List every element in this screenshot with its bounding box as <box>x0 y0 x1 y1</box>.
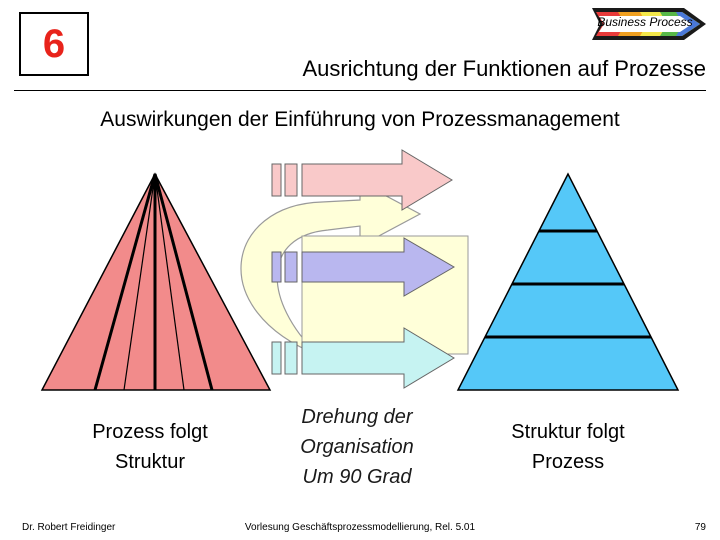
arrow-bottom <box>271 327 455 389</box>
caption-left-line-1: Prozess folgt <box>92 421 208 443</box>
title-divider <box>14 90 706 91</box>
footer-page-number: 79 <box>694 522 706 533</box>
caption-right-line-1: Struktur folgt <box>511 421 625 443</box>
caption-middle: Drehung der Organisation Um 90 Grad <box>262 402 452 492</box>
footer-course: Vorlesung Geschäftsprozessmodellierung, … <box>244 522 476 533</box>
logo-text: Business Process <box>597 15 693 29</box>
left-pyramid <box>40 172 272 391</box>
caption-middle-line-1: Drehung der <box>301 406 413 428</box>
caption-right: Struktur folgt Prozess <box>478 417 658 477</box>
caption-left: Prozess folgt Struktur <box>60 417 240 477</box>
slide-subtitle: Auswirkungen der Einführung von Prozessm… <box>100 108 620 131</box>
slide-title: Ausrichtung der Funktionen auf Prozesse <box>302 56 706 81</box>
arrow-top <box>271 149 453 211</box>
business-process-logo <box>592 8 706 40</box>
chapter-number-box: 6 <box>19 12 89 76</box>
arrow-middle <box>271 237 455 297</box>
footer-author: Dr. Robert Freidinger <box>22 522 116 533</box>
caption-middle-line-2: Organisation <box>300 436 414 458</box>
right-pyramid <box>456 172 680 391</box>
chapter-number: 6 <box>42 21 66 66</box>
caption-left-line-2: Struktur <box>114 451 186 473</box>
caption-middle-line-3: Um 90 Grad <box>302 466 412 488</box>
curved-rotation-arrow <box>240 181 422 356</box>
caption-right-line-2: Prozess <box>531 451 605 473</box>
